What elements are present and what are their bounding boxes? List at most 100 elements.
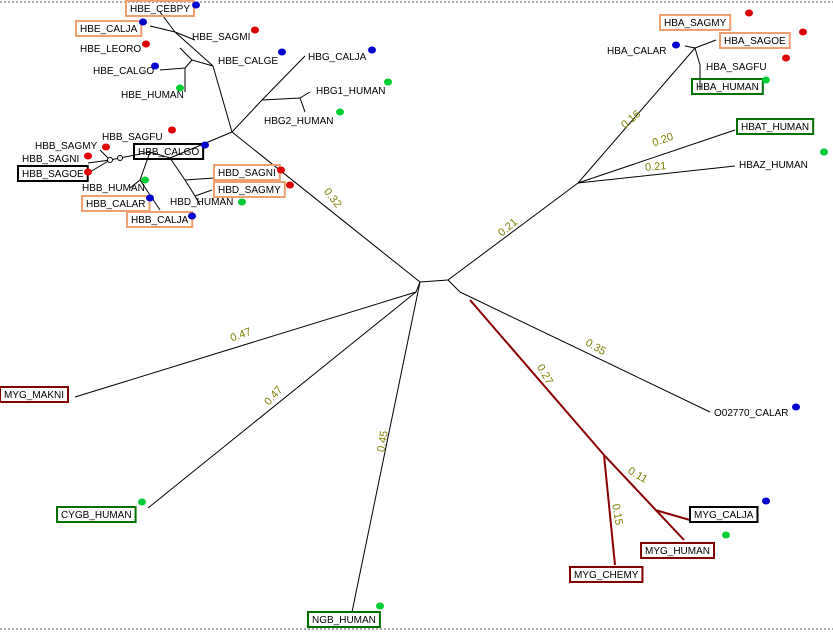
leaf-box <box>719 32 791 49</box>
branch <box>184 59 193 69</box>
leaf-label: HBB_SAGMY <box>35 141 98 152</box>
branch <box>447 279 461 293</box>
leaf-label: MYG_CALJA <box>694 510 754 521</box>
leaf-dot <box>251 26 259 34</box>
branch <box>299 91 311 99</box>
branches <box>74 11 736 613</box>
leaf-dot <box>168 126 176 134</box>
branch-length-label: 0.15 <box>609 503 625 526</box>
leaf-label: HBG2_HUMAN <box>264 116 333 127</box>
leaf-box <box>213 181 286 198</box>
leaf-dot <box>192 1 200 9</box>
leaf-dot <box>151 62 159 70</box>
leaf-box <box>736 118 815 135</box>
leaf-dot <box>722 531 730 539</box>
leaf-dot <box>84 152 92 160</box>
branch <box>191 59 214 67</box>
leaf-label: HBE_CALGO <box>93 66 154 77</box>
branch-length-label: 0.27 <box>534 362 555 387</box>
branch <box>419 279 449 283</box>
branch <box>147 291 417 509</box>
branch <box>184 179 196 197</box>
leaf-label: HBA_CALAR <box>607 46 666 57</box>
branch <box>159 67 186 71</box>
branch <box>174 31 196 41</box>
branch <box>169 157 186 181</box>
leaf-label: NGB_HUMAN <box>312 615 376 626</box>
leaf-dot <box>102 143 110 151</box>
leaf-label: HBB_SAGNI <box>22 154 79 165</box>
branch <box>129 179 141 189</box>
branch <box>149 25 176 33</box>
leaf-label: HBE_SAGMI <box>192 32 250 43</box>
branch <box>179 47 193 61</box>
leaf-box <box>0 386 70 403</box>
leaf-label: HBE_CALJA <box>80 24 138 35</box>
branch <box>139 151 151 181</box>
node-marker <box>117 155 123 161</box>
leaf-dot <box>820 148 828 156</box>
branch <box>577 47 696 184</box>
branch <box>694 39 717 49</box>
branch-length-labels: 0.320.210.160.200.210.470.470.450.270.35… <box>229 108 675 526</box>
branch-length-label: 0.35 <box>583 337 608 358</box>
leaf-dot <box>762 497 770 505</box>
leaf-labels: HBE_CEBPYHBE_CALJAHBE_SAGMIHBE_LEOROHBE_… <box>4 4 809 626</box>
leaf-label: HBA_SAGMY <box>664 18 727 29</box>
leaf-dot <box>782 54 790 62</box>
leaf-label: HBB_SAGFU <box>102 132 163 143</box>
branch <box>684 45 696 49</box>
leaf-dot <box>84 168 92 176</box>
leaf-box <box>81 195 151 212</box>
highlighted-branch <box>654 509 691 521</box>
branch <box>184 177 215 181</box>
leaf-dot <box>277 166 285 174</box>
leaf-label: MYG_MAKNI <box>4 390 64 401</box>
leaf-dot <box>141 176 149 184</box>
leaf-label: HBB_CALJA <box>131 215 189 226</box>
leaf-dot <box>238 198 246 206</box>
leaf-dot <box>384 78 392 86</box>
leaf-box <box>75 20 143 37</box>
branch <box>194 189 213 197</box>
leaf-dot <box>799 28 807 36</box>
leaf-box <box>569 566 644 583</box>
leaf-dot <box>139 18 147 26</box>
leaf-label: MYG_HUMAN <box>645 546 710 557</box>
leaf-label: HBE_CALGE <box>218 56 278 67</box>
branch <box>261 55 306 101</box>
branch-length-label: 0.45 <box>375 430 391 453</box>
leaf-box <box>640 542 716 559</box>
branch <box>299 97 306 113</box>
leaf-dot <box>138 498 146 506</box>
branch <box>459 291 711 413</box>
branch <box>74 291 417 398</box>
leaf-label: CYGB_HUMAN <box>61 510 132 521</box>
branch <box>351 281 421 613</box>
leaf-label: HBA_HUMAN <box>696 82 759 93</box>
leaf-dot <box>146 194 154 202</box>
leaf-box <box>126 211 194 228</box>
branch <box>149 151 171 159</box>
highlighted-branch <box>603 454 616 566</box>
leaf-dot <box>672 41 680 49</box>
leaf-label: HBG_CALJA <box>308 52 367 63</box>
leaf-label: HBAZ_HUMAN <box>739 160 808 171</box>
node-marker <box>107 157 113 163</box>
leaf-label: HBD_SAGNI <box>218 168 276 179</box>
branch <box>89 159 111 173</box>
branch-length-label: 0.32 <box>321 186 344 210</box>
leaf-dot <box>176 84 184 92</box>
leaf-box <box>133 143 205 160</box>
leaf-dot <box>188 212 196 220</box>
branch <box>194 195 201 206</box>
leaf-box <box>691 78 764 95</box>
branch <box>231 131 421 283</box>
leaf-dot <box>278 48 286 56</box>
branch <box>577 129 736 184</box>
branch <box>87 159 111 164</box>
leaf-label: HBE_HUMAN <box>121 90 184 101</box>
leaf-label: HBG1_HUMAN <box>316 86 385 97</box>
branch <box>174 31 214 67</box>
branch <box>577 165 736 184</box>
